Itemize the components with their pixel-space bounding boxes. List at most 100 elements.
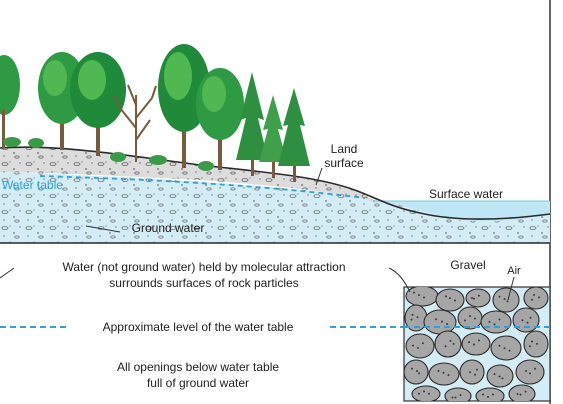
land-surface-label-1: Land xyxy=(331,142,358,156)
gravel-pebble xyxy=(512,307,540,333)
gravel-pebble xyxy=(405,287,439,307)
pebble-speckle xyxy=(469,371,471,374)
pebble-speckle xyxy=(441,320,443,323)
gravel-pebble xyxy=(492,287,520,313)
gravel-pebble xyxy=(461,332,491,356)
gravel-pebble xyxy=(404,359,429,385)
bare-tree xyxy=(113,84,157,162)
pebble-speckle xyxy=(473,297,475,300)
pebble-speckle xyxy=(411,313,414,316)
gravel-pebble xyxy=(465,288,491,308)
land-surface-label-2: surface xyxy=(324,156,364,170)
pebble-speckle xyxy=(449,339,452,342)
pebble-speckle xyxy=(474,317,476,320)
molecular-right-leader xyxy=(388,267,411,293)
pebble-speckle xyxy=(534,367,536,370)
gravel-pebble xyxy=(490,335,522,361)
pebble-speckle xyxy=(411,367,413,370)
pebble-speckle xyxy=(451,396,454,399)
pebble-speckle xyxy=(536,342,538,345)
openings-label-1: All openings below water table xyxy=(117,360,279,374)
air-leader xyxy=(507,276,515,301)
gravel-pebble xyxy=(457,306,483,330)
pebble-speckle xyxy=(482,393,484,396)
gravel-pebble xyxy=(475,387,505,401)
ground-water-label: Ground water xyxy=(132,221,205,235)
pebble-speckle xyxy=(503,298,506,300)
pebble-speckle xyxy=(525,370,527,372)
pine-3 xyxy=(278,88,310,182)
gravel-pebble xyxy=(444,387,472,401)
air-label: Air xyxy=(507,265,521,277)
water-table-line xyxy=(39,175,366,199)
pebble-speckle xyxy=(418,294,420,297)
pebble-speckle xyxy=(418,372,420,375)
pebble-speckle xyxy=(412,344,414,347)
molecular-label-1: Water (not ground water) held by molecul… xyxy=(62,260,345,274)
pebble-speckle xyxy=(468,341,470,344)
pebble-speckle xyxy=(503,347,506,350)
pebble-speckle xyxy=(498,344,501,347)
gravel-pebble xyxy=(434,330,462,358)
pebble-speckle xyxy=(435,318,437,321)
pebble-speckle xyxy=(498,318,501,321)
pebble-speckle xyxy=(531,298,533,301)
pebble-speckle xyxy=(498,375,501,378)
pebble-speckle xyxy=(416,316,419,319)
gravel-pebble xyxy=(405,333,435,359)
pebble-speckle xyxy=(476,368,478,371)
pebble-speckle xyxy=(410,318,413,321)
pebble-speckle xyxy=(529,316,532,319)
pebble-speckle xyxy=(454,299,456,302)
pebble-speckle xyxy=(516,393,519,395)
ground-water-sediment xyxy=(0,172,550,243)
pebble-speckle xyxy=(449,297,451,300)
pebble-speckle xyxy=(524,390,527,393)
gravel-pebble xyxy=(480,310,512,334)
pebble-speckle xyxy=(423,296,425,299)
forest xyxy=(0,44,310,182)
pebble-speckle xyxy=(444,345,447,348)
gravel-pebble xyxy=(523,287,549,310)
land-surface-line xyxy=(0,146,551,220)
pebble-speckle xyxy=(423,390,425,393)
pebble-speckle xyxy=(442,371,445,374)
pebble-speckle xyxy=(446,323,448,325)
pebble-speckle xyxy=(454,396,457,399)
pebble-speckle xyxy=(531,340,533,343)
surface-water-body xyxy=(372,201,550,222)
pebble-speckle xyxy=(428,392,430,395)
pebble-speckle xyxy=(519,393,522,396)
gravel-pebble xyxy=(435,288,465,312)
pebble-speckle xyxy=(529,345,531,348)
pebble-speckle xyxy=(493,323,496,326)
pebble-speckle xyxy=(478,294,480,297)
gravel-pebble xyxy=(508,384,536,401)
gravel-inset xyxy=(403,286,551,402)
tree-2 xyxy=(70,52,126,156)
pebble-speckle xyxy=(506,300,509,303)
gravel-pebble xyxy=(428,362,460,386)
pebble-speckle xyxy=(521,319,524,322)
surface-water-label: Surface water xyxy=(429,187,503,201)
pebble-speckle xyxy=(422,342,424,345)
pebble-speckle xyxy=(413,291,415,294)
pebble-speckle xyxy=(437,369,440,372)
pine-1 xyxy=(236,72,268,176)
pebble-speckle xyxy=(492,393,494,396)
ground-water-leader xyxy=(85,225,121,233)
pebble-speckle xyxy=(498,295,501,298)
gravel-pebble xyxy=(411,385,441,401)
land-surface-leader xyxy=(315,167,323,186)
pebble-speckle xyxy=(447,374,450,377)
molecular-left-leader xyxy=(0,267,15,279)
water-table-label: Water table xyxy=(2,178,63,192)
pebble-speckle xyxy=(526,321,529,324)
pebble-speckle xyxy=(418,392,420,395)
pebble-speckle xyxy=(493,373,496,376)
pebble-speckle xyxy=(501,377,504,380)
pine-2 xyxy=(259,95,287,178)
pebble-speckle xyxy=(452,342,455,345)
